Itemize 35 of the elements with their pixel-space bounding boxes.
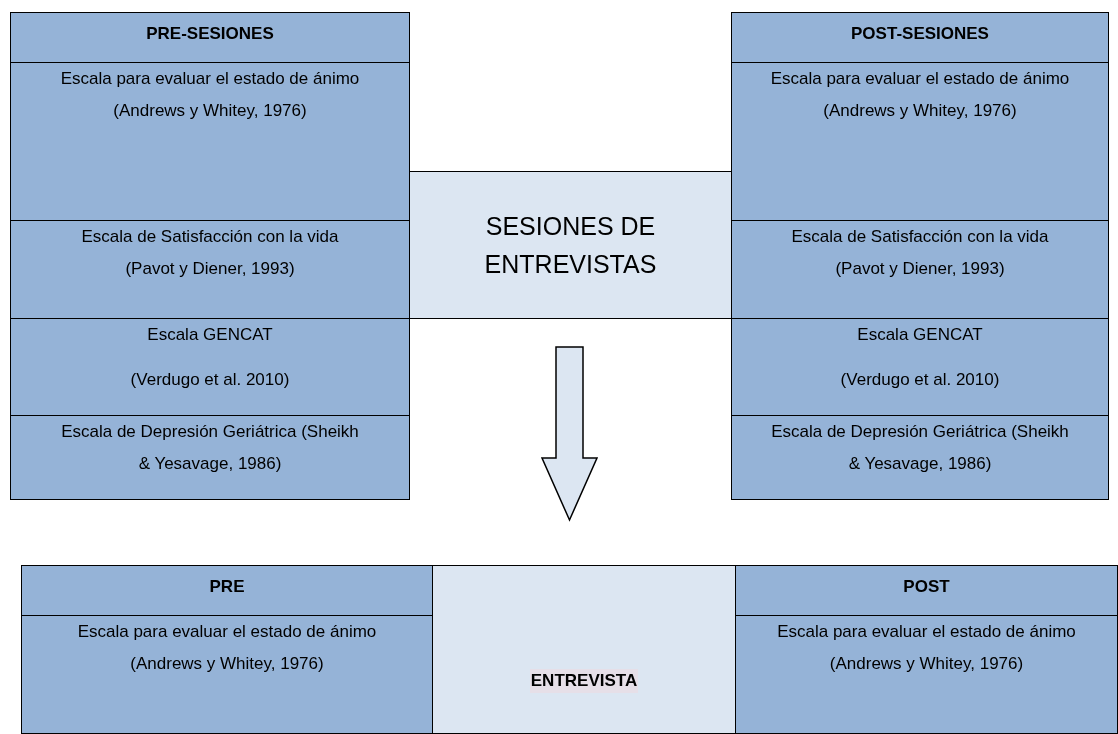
column-heading: PRE <box>209 577 245 597</box>
scale-citation: Escala de Depresión Geriátrica (Sheikh & Yesavage, 1986) <box>60 421 360 475</box>
scale-citation: (Verdugo et al. 2010) <box>839 369 1001 391</box>
scale-citation: Escala para evaluar el estado de ánimo (Andrews y Whitey, 1976) <box>77 621 377 675</box>
table-cell <box>731 318 1109 416</box>
scale-citation: Escala de Satisfacción con la vida (Pavot y Diener, 1993) <box>80 226 340 280</box>
scale-citation: Escala para evaluar el estado de ánimo (Andrews y Whitey, 1976) <box>60 68 360 122</box>
table-header-cell <box>10 12 410 63</box>
table-cell <box>10 220 410 319</box>
table-cell <box>731 220 1109 319</box>
table-cell <box>10 415 410 500</box>
scale-citation: Escala de Satisfacción con la vida (Pavot y Diener, 1993) <box>790 226 1050 280</box>
scale-citation: Escala GENCAT <box>146 324 274 346</box>
column-heading: POST-SESIONES <box>851 24 989 44</box>
column-heading: PRE-SESIONES <box>146 24 274 44</box>
column-heading: POST <box>903 577 950 597</box>
stage-box <box>432 565 736 734</box>
table-header-cell <box>731 12 1109 63</box>
block-arrow <box>540 346 599 522</box>
stage-box <box>409 171 732 319</box>
table-cell <box>10 62 410 221</box>
scale-citation: Escala de Depresión Geriátrica (Sheikh & Yesavage, 1986) <box>770 421 1070 475</box>
table-cell <box>735 615 1118 734</box>
table-cell <box>10 318 410 416</box>
stage-label: SESIONES DE ENTREVISTAS <box>483 211 658 280</box>
table-header-cell <box>21 565 433 616</box>
scale-citation: Escala GENCAT <box>856 324 984 346</box>
table-cell <box>21 615 433 734</box>
scale-citation: Escala para evaluar el estado de ánimo (Andrews y Whitey, 1976) <box>770 68 1070 122</box>
table-cell <box>731 62 1109 221</box>
table-cell <box>731 415 1109 500</box>
table-header-cell <box>735 565 1118 616</box>
scale-citation: Escala para evaluar el estado de ánimo (Andrews y Whitey, 1976) <box>776 621 1077 675</box>
scale-citation: (Verdugo et al. 2010) <box>129 369 291 391</box>
stage-label: ENTREVISTA <box>529 669 639 693</box>
